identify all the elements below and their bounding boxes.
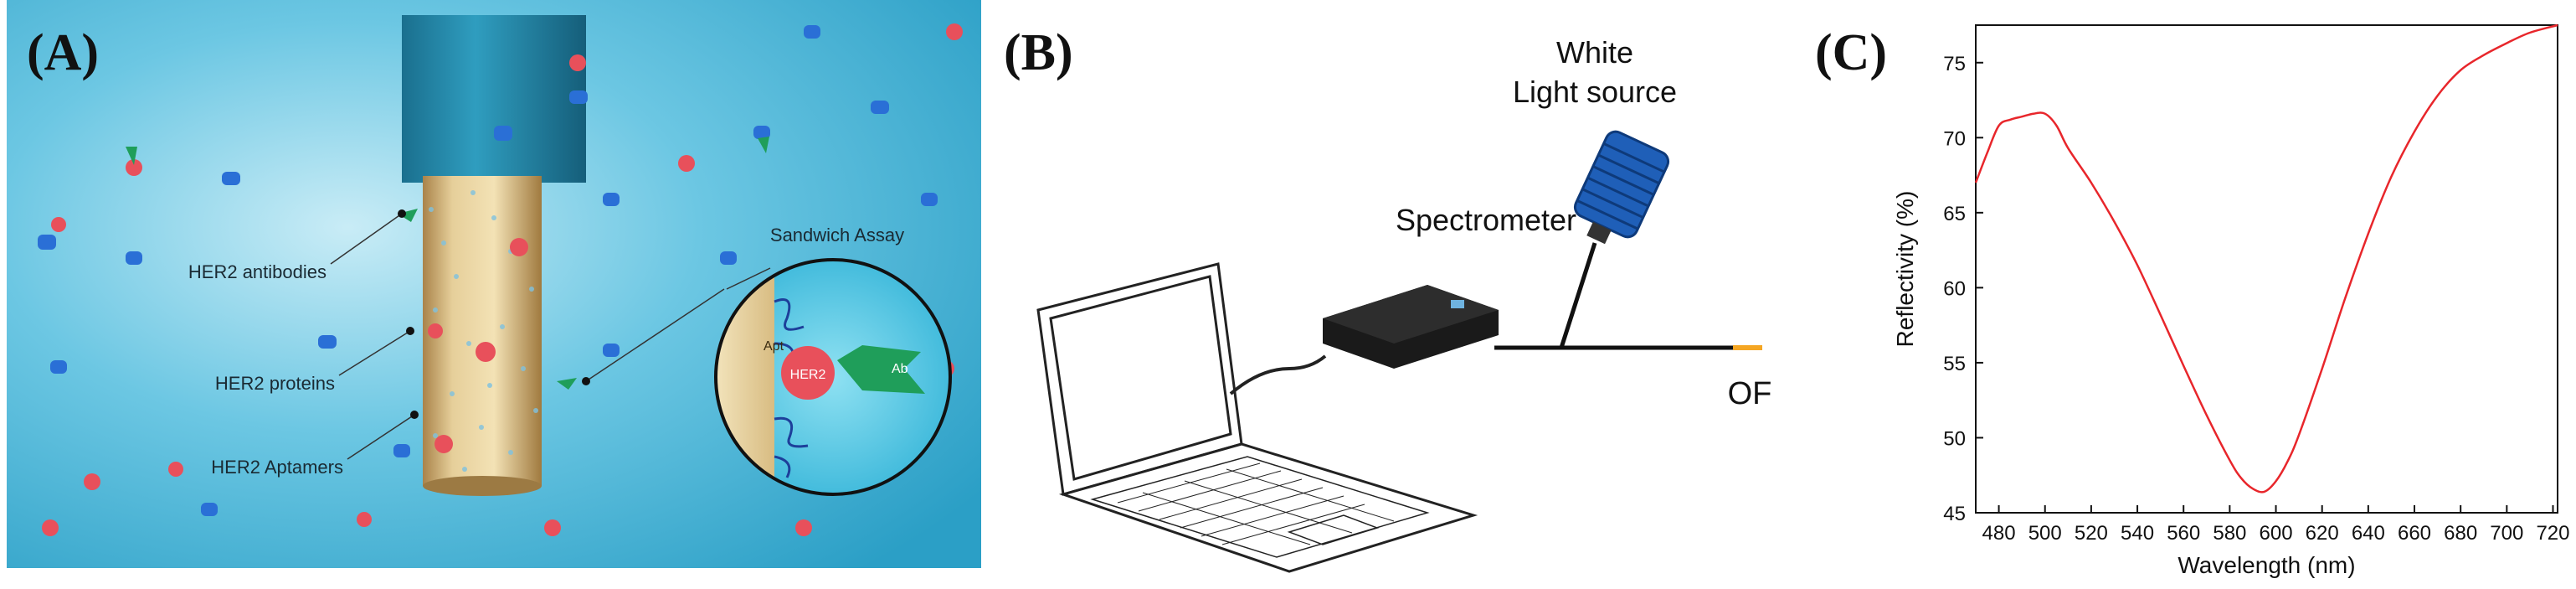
plot-frame — [1975, 24, 2558, 514]
x-tick-label: 620 — [2306, 522, 2339, 545]
y-axis-label: Reflectivity (%) — [1892, 191, 1918, 348]
x-axis-label: Wavelength (nm) — [2178, 552, 2355, 578]
y-tick-label: 75 — [1943, 53, 1966, 75]
fiber-tip — [423, 476, 542, 496]
blue-molecules — [38, 25, 938, 516]
y-tick-label: 65 — [1943, 203, 1966, 225]
label-her2-proteins: HER2 proteins — [215, 373, 335, 394]
fiber-jacket — [402, 15, 586, 183]
x-tick-label: 520 — [2075, 522, 2108, 545]
biosensor-illustration: HER2 antibodies HER2 proteins HER2 Aptam… — [7, 0, 981, 568]
x-tick-label: 540 — [2121, 522, 2154, 545]
x-tick-label: 720 — [2536, 522, 2569, 545]
panel-a: HER2 antibodies HER2 proteins HER2 Aptam… — [0, 0, 988, 585]
her2-proteins — [42, 23, 963, 536]
light-source-cable — [1559, 242, 1597, 349]
x-tick-label: 560 — [2167, 522, 2200, 545]
setup-schematic: Spectrometer White Light source OF — [1036, 35, 1772, 573]
spectrometer-icon — [1323, 285, 1499, 369]
inset-label-ab: Ab — [892, 362, 908, 376]
y-tick-label: 70 — [1943, 127, 1966, 150]
label-light-source-line1: White — [1556, 35, 1633, 70]
x-tick-label: 480 — [1982, 522, 2016, 545]
label-sandwich-assay: Sandwich Assay — [770, 225, 904, 245]
her2-antibodies — [126, 137, 769, 390]
panel-label-a: (A) — [27, 24, 100, 81]
reflectivity-chart: 480 500 520 540 560 580 600 620 640 660 680 700 720 4… — [1892, 23, 2570, 578]
light-source-icon — [1573, 130, 1670, 245]
label-light-source-line2: Light source — [1513, 75, 1677, 109]
y-tick-label: 45 — [1943, 503, 1966, 525]
panel-label-b: (B) — [1004, 24, 1073, 81]
reflectivity-curve — [1974, 23, 2558, 493]
x-tick-label: 700 — [2490, 522, 2523, 545]
inset-label-her2: HER2 — [790, 368, 826, 382]
x-tick-label: 500 — [2028, 522, 2062, 545]
callout-dots — [398, 209, 590, 419]
x-tick-label: 600 — [2260, 522, 2293, 545]
y-tick-label: 50 — [1943, 427, 1966, 450]
usb-cable — [1229, 354, 1327, 395]
y-tick-label: 60 — [1943, 277, 1966, 300]
panel-b: Spectrometer White Light source OF (B) — [992, 0, 1829, 585]
x-tick-label: 660 — [2398, 522, 2431, 545]
label-optical-fiber: OF — [1728, 376, 1772, 411]
x-tick-label: 580 — [2213, 522, 2246, 545]
laptop-icon — [1036, 262, 1478, 573]
chart-ticks: 480 500 520 540 560 580 600 620 640 660 680 700 720 4… — [1943, 53, 2569, 545]
inset-label-apt: Apt — [764, 339, 784, 354]
label-spectrometer: Spectrometer — [1396, 203, 1576, 237]
y-tick-label: 55 — [1943, 353, 1966, 375]
x-tick-label: 640 — [2352, 522, 2385, 545]
chart-axes — [1975, 24, 2558, 514]
label-her2-aptamers: HER2 Aptamers — [211, 457, 343, 478]
callout-lines — [330, 213, 771, 460]
panel-c: 480 500 520 540 560 580 600 620 640 660 680 700 720 4… — [1775, 0, 2576, 585]
label-her2-antibodies: HER2 antibodies — [188, 261, 326, 282]
panel-label-c: (C) — [1815, 24, 1888, 81]
x-tick-label: 680 — [2444, 522, 2477, 545]
